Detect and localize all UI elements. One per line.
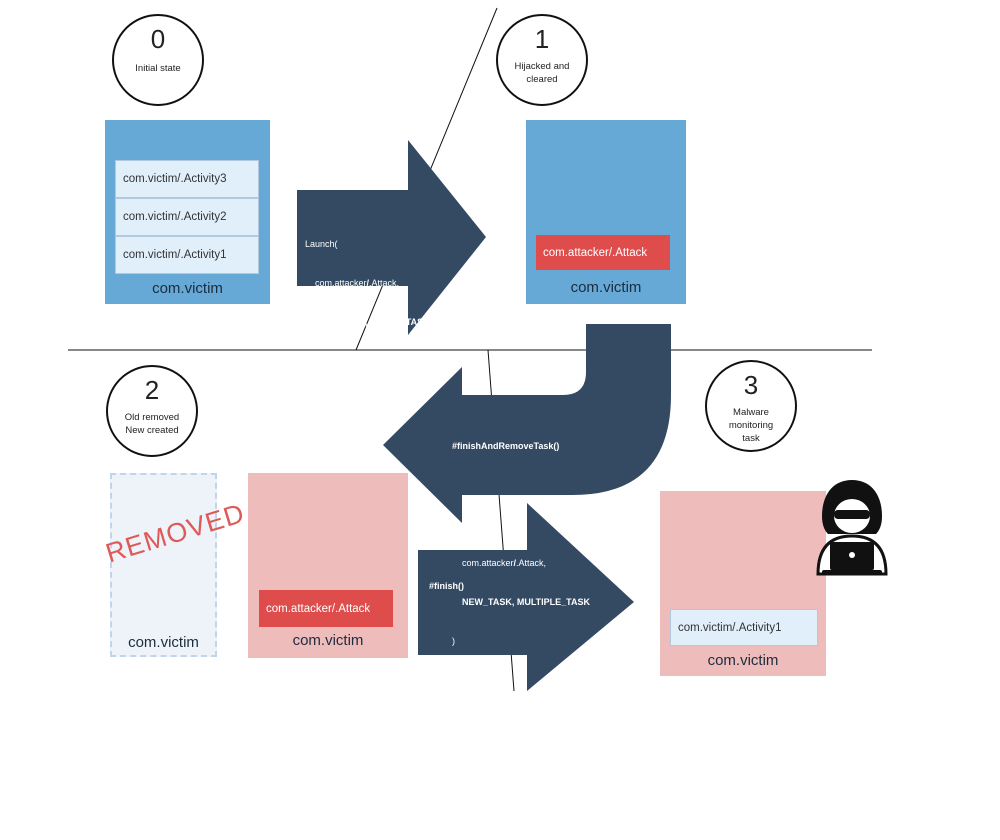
- code-line: [429, 619, 526, 632]
- code-line: com.victim/.Activity1,: [429, 698, 526, 708]
- code-line: com.attacker/.Attack,: [305, 278, 400, 288]
- step-caption: Malware monitoring task: [728, 407, 774, 444]
- step-1-circle: 1 Hijacked and cleared: [496, 14, 588, 106]
- task-label: com.victim: [152, 280, 223, 297]
- step-number: 3: [743, 370, 759, 400]
- arrow-1-code: #finishAndRemoveTask() Launch( com.attac…: [452, 414, 590, 661]
- task-label: com.victim: [570, 279, 642, 296]
- attacker-activity: com.attacker/.Attack: [259, 590, 393, 627]
- step-caption: Hijacked and cleared: [514, 61, 570, 85]
- task-label: com.victim: [292, 632, 364, 649]
- code-line: Category=Launcher: [429, 776, 519, 786]
- activity-entry: com.victim/.Activity3: [115, 160, 259, 198]
- step-2-circle: 2 Old removed New created: [106, 365, 198, 457]
- arrow-step1-to-step2: [383, 324, 671, 523]
- code-line: ): [452, 636, 455, 646]
- arrow-2-code: #finish() Launch( com.victim/.Activity1,…: [429, 554, 526, 840]
- step-3-circle: 3 Malware monitoring task: [705, 360, 797, 452]
- state-1-task-panel: com.attacker/.Attack com.victim: [526, 120, 686, 304]
- transition-arrows: [297, 140, 671, 691]
- arrow-step2-to-step3: [418, 503, 634, 691]
- code-line: NEW_TASK, CLEAR_TASK: [315, 317, 430, 327]
- code-line: NEW_TASK, MULTIPLE_TASK: [462, 597, 591, 607]
- step-number: 1: [534, 24, 550, 54]
- step-0-circle: 0 Initial state: [112, 14, 204, 106]
- activity-entry: com.victim/.Activity2: [115, 198, 259, 236]
- task-label: com.victim: [707, 652, 779, 669]
- hacker-icon: [816, 480, 888, 576]
- arrow-0-code: Launch( com.attacker/.Attack, NEW_TASK, …: [305, 212, 430, 381]
- step-caption: Initial state: [135, 63, 181, 74]
- attacker-activity: com.attacker/.Attack: [536, 235, 670, 270]
- step-number: 0: [150, 24, 166, 54]
- code-line: Launch(: [429, 659, 462, 669]
- code-line: ): [429, 815, 432, 825]
- task-label: com.victim: [128, 634, 199, 651]
- state-2-removed-task-panel: com.victim: [110, 473, 217, 657]
- state-3-task-panel: com.victim/.Activity1 com.victim: [660, 491, 826, 676]
- code-line: Launch(: [452, 519, 485, 529]
- activity-entry: com.victim/.Activity1: [670, 609, 818, 646]
- code-line: ): [305, 356, 308, 366]
- code-line: #finish(): [429, 581, 464, 591]
- arrow-step0-to-step1: [297, 140, 486, 335]
- code-line: [452, 479, 590, 492]
- code-line: Action=Main,: [429, 737, 491, 747]
- state-0-task-panel: com.victim/.Activity3 com.victim/.Activi…: [105, 120, 270, 304]
- code-line: #finishAndRemoveTask(): [452, 441, 560, 451]
- activity-entry: com.victim/.Activity1: [115, 236, 259, 274]
- step-number: 2: [144, 375, 160, 405]
- code-line: Launch(: [305, 239, 338, 249]
- state-2-new-task-panel: com.attacker/.Attack com.victim: [248, 473, 408, 658]
- step-caption: Old removed New created: [124, 412, 180, 436]
- code-line: com.attacker/.Attack,: [452, 558, 547, 568]
